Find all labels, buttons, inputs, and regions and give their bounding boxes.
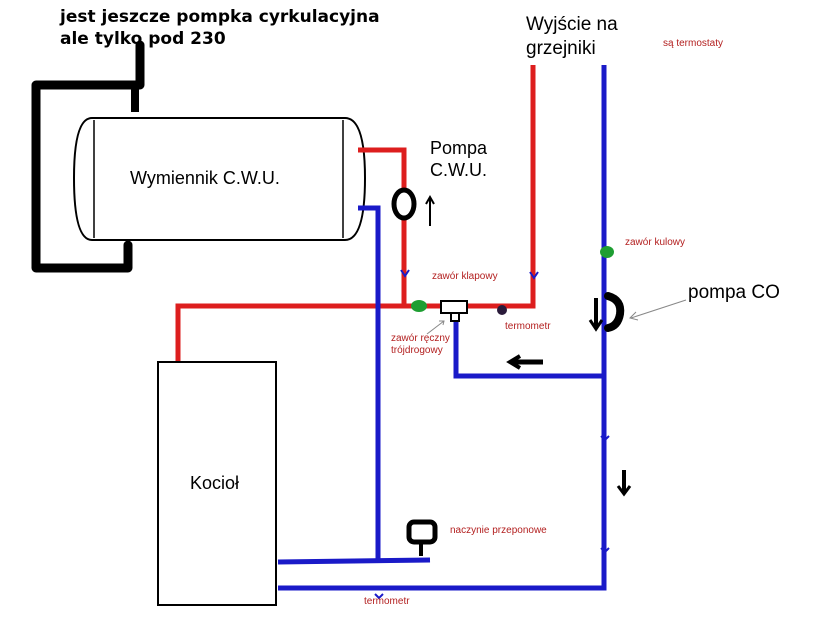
cold-pipes: [277, 65, 607, 591]
pump-cwu-label-line2: C.W.U.: [430, 160, 487, 180]
thermometer-bottom-label: termometr: [364, 596, 410, 607]
exchanger-tank: [72, 117, 367, 241]
check-valve-label: zawór klapowy: [432, 271, 498, 282]
ball-valve-icon: [600, 246, 614, 258]
three-way-valve-icon: [440, 300, 468, 322]
boiler-label: Kocioł: [190, 473, 240, 493]
thermostats-label: są termostaty: [663, 38, 724, 49]
exchanger-label: Wymiennik C.W.U.: [130, 168, 280, 188]
expansion-vessel-icon: [406, 519, 438, 556]
check-valve-icon: [411, 300, 427, 312]
manual-valve-label-line1: zawór ręczny: [391, 333, 450, 344]
boiler: [157, 361, 277, 606]
arrow-icon: [616, 470, 632, 497]
thermometer-top-label: termometr: [505, 321, 551, 332]
pump-cwu-label-line1: Pompa: [430, 138, 488, 158]
expansion-vessel-label: naczynie przeponowe: [450, 525, 547, 536]
pump-icon: [588, 292, 625, 332]
pump-icon: [391, 187, 417, 221]
manual-valve-label-line2: trójdrogowy: [391, 345, 443, 356]
circulation-note-line2: ale tylko pod 230: [60, 29, 226, 49]
circulation-loop: [31, 40, 145, 273]
pump-co-label: pompa CO: [688, 282, 780, 303]
thermometer-icon: [497, 305, 507, 315]
output-label-line1: Wyjście na: [526, 14, 618, 35]
arrow-icon: [425, 194, 435, 226]
output-label-line2: grzejniki: [526, 38, 596, 59]
hot-pipes: [175, 65, 536, 362]
arrow-icon: [506, 354, 543, 370]
circulation-note-line1: jest jeszcze pompka cyrkulacyjna: [60, 7, 380, 27]
ball-valve-label: zawór kulowy: [625, 237, 686, 248]
